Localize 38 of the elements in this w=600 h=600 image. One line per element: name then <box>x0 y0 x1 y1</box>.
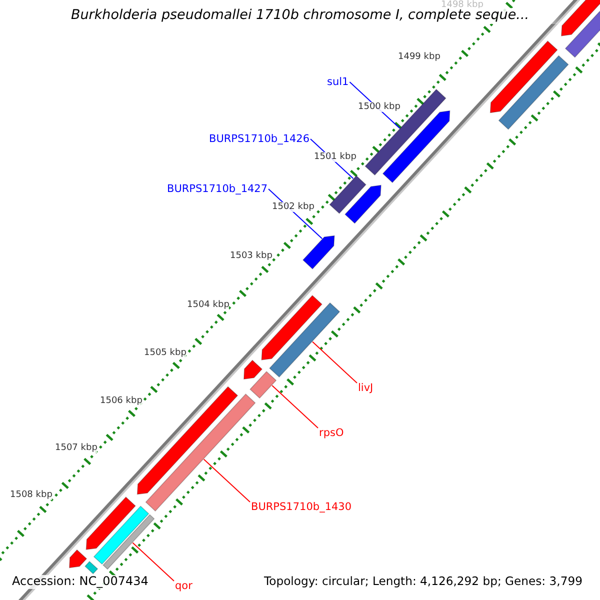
gene-feature <box>344 184 382 224</box>
leader-line <box>203 458 250 502</box>
gene-feature <box>261 294 322 360</box>
gene-label: BURPS1710b_1426 <box>209 133 310 146</box>
scale-label: 1503 kbp <box>230 251 272 262</box>
gene-label: BURPS1710b_1430 <box>251 501 352 514</box>
gene-feature <box>93 506 150 565</box>
gene-label: rpsO <box>319 427 344 440</box>
gene-feature <box>302 235 335 270</box>
scale-label: 1506 kbp <box>100 396 142 406</box>
accession-text: Accession: NC_007434 <box>10 575 150 589</box>
gene-label: BURPS1710b_1427 <box>167 183 268 196</box>
scale-label: 1502 kbp <box>272 202 314 212</box>
genome-summary-text: Topology: circular; Length: 4,126,292 bp; Genes: 3,799 <box>262 575 584 588</box>
gene-feature <box>86 496 136 550</box>
gene-feature <box>102 514 155 570</box>
scale-label: 1501 kbp <box>314 152 356 162</box>
scale-label: 1500 kbp <box>358 102 400 112</box>
gene-feature <box>243 360 263 380</box>
scale-label: 1505 kbp <box>144 348 186 358</box>
gene-feature <box>560 0 600 36</box>
gene-feature <box>68 549 88 568</box>
gene-feature <box>498 55 569 130</box>
scale-label: 1507 kbp <box>55 443 98 454</box>
scale-label: 1504 kbp <box>187 300 230 310</box>
gene-feature <box>490 40 558 114</box>
leader-line <box>312 341 358 384</box>
scale-label: 1499 kbp <box>398 52 440 62</box>
gene-feature <box>329 175 366 214</box>
leader-line <box>132 542 174 582</box>
gene-feature <box>269 302 340 378</box>
gene-feature <box>382 110 450 184</box>
gene-label: sul1 <box>327 76 349 88</box>
gene-label: qor <box>175 580 192 592</box>
gene-feature <box>250 371 277 399</box>
leader-line <box>272 385 318 428</box>
gene-label: livJ <box>358 382 374 394</box>
scale-label: 1508 kbp <box>10 490 52 500</box>
